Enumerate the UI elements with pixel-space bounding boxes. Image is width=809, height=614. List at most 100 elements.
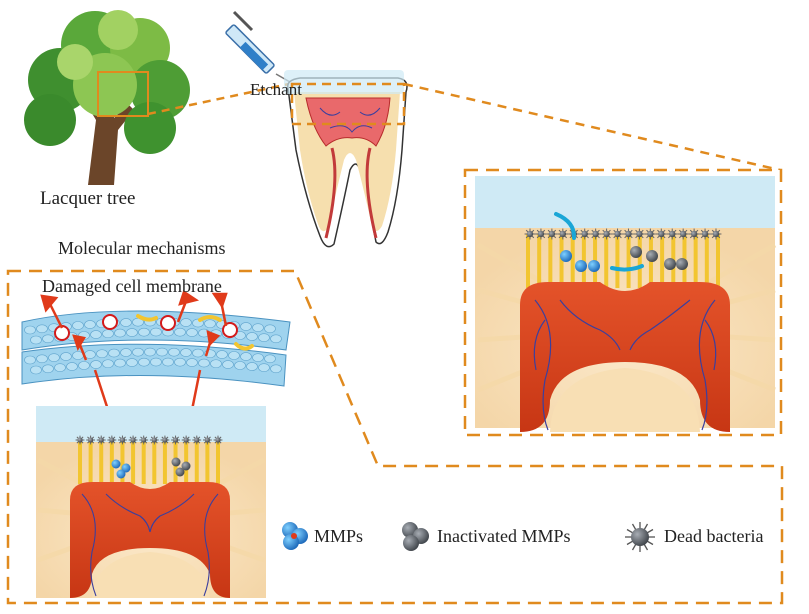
membrane-lipid <box>114 328 126 338</box>
membrane-lipid <box>252 353 264 362</box>
dead-bacterium-icon <box>171 435 180 445</box>
membrane-lipid <box>162 357 174 367</box>
membrane-lipid <box>120 348 132 357</box>
membrane-lipid <box>144 347 156 357</box>
membrane-lipid <box>60 352 72 361</box>
damaged-cell-membrane-label: Damaged cell membrane <box>42 276 222 296</box>
blood-vessels <box>533 299 717 431</box>
dead-bacterium-icon <box>623 228 634 240</box>
dead-bacterium-icon <box>601 228 613 240</box>
membrane-lipid <box>264 324 276 334</box>
membrane-lipid <box>216 350 228 359</box>
membrane-lipid <box>186 358 198 367</box>
membrane-lipid <box>240 322 252 331</box>
connector-tooth-zoom-top <box>403 82 781 172</box>
mmp-cluster-icon <box>111 459 131 479</box>
membrane-lipid <box>264 354 276 364</box>
dead-bacterium-icon <box>181 435 191 445</box>
membrane-lipid <box>174 327 186 337</box>
membrane-lipid <box>192 348 204 358</box>
damage-site-icon <box>54 314 238 341</box>
dead-bacterium-icon <box>524 228 536 240</box>
dead-bacterium-icon <box>213 435 223 445</box>
dead-bacterium-icon <box>710 228 722 240</box>
dead-bacterium-icon <box>579 228 591 240</box>
membrane-lipid <box>54 363 66 372</box>
membrane-lipid <box>258 363 270 372</box>
membrane-lipid <box>156 347 168 357</box>
dead-bacterium-icon <box>633 228 645 240</box>
dead-bacterium-icon <box>666 228 678 240</box>
cell-membrane <box>21 310 291 387</box>
legend-dead-bacteria-icon <box>625 522 655 552</box>
dead-bacterium-icon <box>202 435 212 445</box>
tooth-illustration <box>284 70 408 248</box>
etchant-strand <box>610 264 644 272</box>
membrane-lipid <box>180 318 192 327</box>
dead-bacterium-icon <box>688 228 700 240</box>
membrane-lipid <box>102 359 114 369</box>
membrane-lipid <box>108 348 120 358</box>
legend-dead-bacteria-label: Dead bacteria <box>664 526 764 546</box>
membrane-lipid <box>36 354 48 364</box>
membrane-lipid <box>150 357 162 367</box>
membrane-lipid <box>180 348 192 357</box>
dead-bacterium-icon <box>655 228 667 240</box>
dead-bacterium-icon <box>644 228 656 240</box>
membrane-lipid <box>126 358 138 367</box>
membrane-lipid <box>228 351 240 360</box>
dead-bacterium-icon <box>160 435 170 445</box>
membrane-lipid <box>270 334 282 344</box>
membrane-lipid <box>90 330 102 339</box>
molecular-mechanism-region <box>6 269 784 605</box>
dead-bacterium-icon <box>535 228 547 240</box>
membrane-lipid <box>30 335 42 345</box>
lacquer-tree-label: Lacquer tree <box>40 188 136 209</box>
membrane-lipid <box>222 360 234 369</box>
dead-bacterium-icon <box>149 435 159 445</box>
membrane-lipid <box>138 327 150 337</box>
membrane-lipid <box>90 360 102 369</box>
dead-bacterium-icon <box>128 435 138 445</box>
dead-bacterium-icon <box>557 228 569 240</box>
legend-mmps-label: MMPs <box>314 526 364 546</box>
membrane-lipid <box>132 347 144 357</box>
dead-bacterium-icon <box>677 228 689 240</box>
legend-mmps-icon <box>282 522 308 550</box>
dead-bacterium-icon <box>612 228 623 240</box>
membrane-lipid <box>126 328 138 337</box>
membrane-lipid <box>168 347 180 357</box>
membrane-lipid <box>258 333 270 342</box>
molecular-mechanisms-label: Molecular mechanisms <box>58 238 226 258</box>
dead-bacterium-icon <box>546 228 558 240</box>
dead-bacterium-icon <box>139 435 149 445</box>
membrane-lipid <box>186 328 198 337</box>
membrane-lipid <box>24 355 36 365</box>
membrane-lipid <box>150 327 162 337</box>
membrane-lipid <box>198 358 210 368</box>
etchant-label: Etchant <box>250 80 302 99</box>
mmp-cluster-icon <box>560 250 600 272</box>
membrane-lipid <box>66 362 78 371</box>
inactivated-mmp-icon <box>630 246 688 270</box>
membrane-lipid <box>48 353 60 362</box>
membrane-lipid <box>42 334 54 344</box>
membrane-lipid <box>246 332 258 341</box>
membrane-lipid <box>138 357 150 367</box>
inactivated-mmp-icon <box>171 457 191 477</box>
membrane-lipid <box>174 357 186 367</box>
membrane-lipid <box>24 325 36 335</box>
membrane-lipid <box>252 323 264 332</box>
dead-bacterium-icon <box>107 435 117 445</box>
membrane-lipid <box>102 329 114 339</box>
zoom-panel-left <box>36 406 266 598</box>
membrane-lipid <box>246 362 258 371</box>
dead-bacterium-icon <box>192 435 202 445</box>
legend-inactivated-mmps-icon <box>402 522 429 551</box>
membrane-lipid <box>96 349 108 359</box>
lacquer-tree <box>24 10 190 185</box>
membrane-lipid <box>72 321 84 330</box>
zoom-panel-right <box>463 168 783 437</box>
